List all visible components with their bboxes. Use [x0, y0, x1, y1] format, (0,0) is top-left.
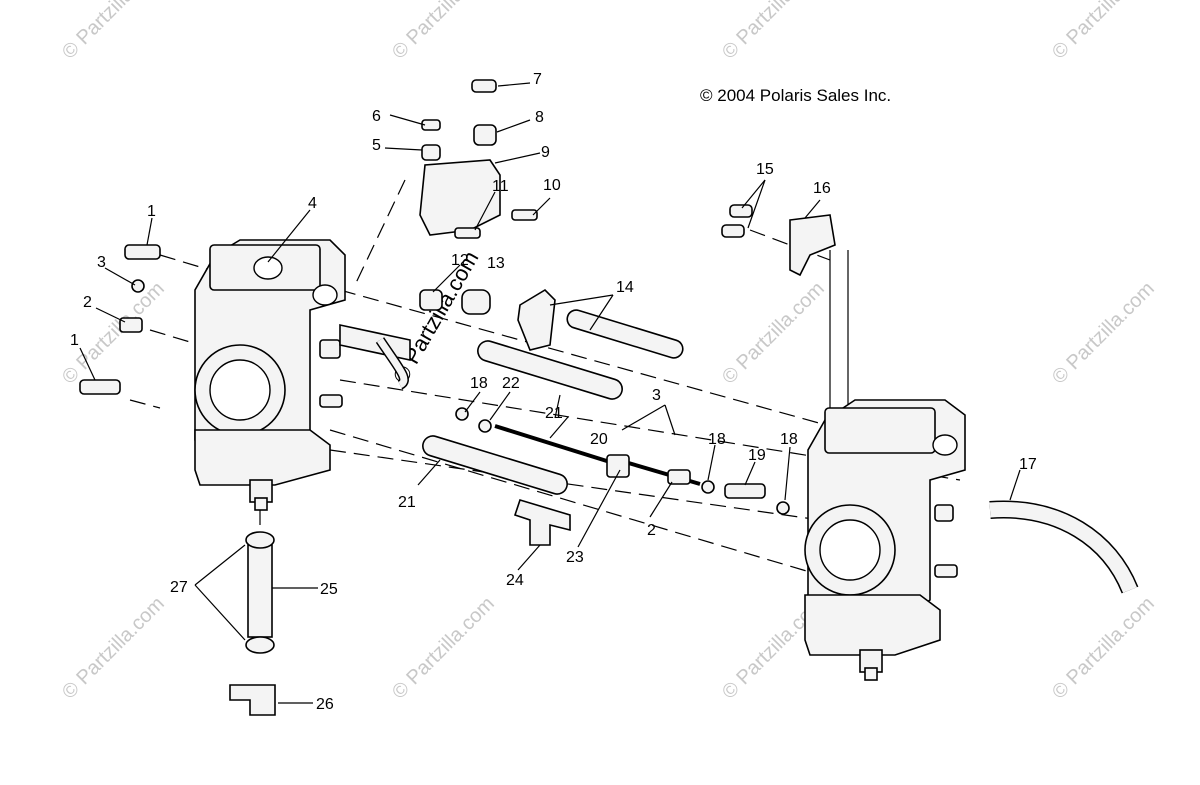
callout-label: 15: [756, 161, 774, 178]
watermark: © Partzilla.com: [58, 593, 169, 704]
callout-label: 4: [308, 195, 317, 212]
callout-label: 12: [451, 252, 469, 269]
callout-label: 21: [545, 405, 563, 422]
copyright-text: © 2004 Polaris Sales Inc.: [700, 86, 891, 105]
callout-label: 3: [652, 387, 661, 404]
callout-label: 26: [316, 696, 334, 713]
callout-label: 2: [647, 522, 656, 539]
callout-label: 13: [487, 255, 505, 272]
left-carburetor: [194, 239, 346, 511]
callout-label: 21: [398, 494, 416, 511]
callout-label: 18: [470, 375, 488, 392]
callout-label: 14: [616, 279, 634, 296]
watermark: © Partzilla.com: [718, 0, 829, 64]
callout-label: 3: [97, 254, 106, 271]
callout-label: 25: [320, 581, 338, 598]
callout-label: 16: [813, 180, 831, 197]
watermark: © Partzilla.com: [1048, 0, 1159, 64]
callout-label: 24: [506, 572, 524, 589]
callout-label: 27: [170, 579, 188, 596]
watermark: © Partzilla.com: [388, 0, 499, 64]
callout-label: 20: [590, 431, 608, 448]
callout-label: 19: [748, 447, 766, 464]
watermark: © Partzilla.com: [718, 278, 829, 389]
watermark: © Partzilla.com: [1048, 278, 1159, 389]
callout-label: 11: [492, 178, 509, 195]
right-carburetor: [804, 250, 966, 681]
watermark: © Partzilla.com: [388, 593, 499, 704]
callout-label: 23: [566, 549, 584, 566]
alignment-lines: [129, 179, 961, 576]
callout-label: 2: [83, 294, 92, 311]
callouts: 1 1 2 2 3 3 4 5 6 7 8 9 10 11 12 13 14 1…: [70, 71, 1037, 713]
callout-label: 9: [541, 144, 550, 161]
callout-label: 1: [70, 332, 79, 349]
callout-label: 5: [372, 137, 381, 154]
callout-label: 18: [780, 431, 798, 448]
watermark: © Partzilla.com: [1048, 593, 1159, 704]
callout-label: 1: [147, 203, 156, 220]
callout-label: 18: [708, 431, 726, 448]
callout-label: 17: [1019, 456, 1037, 473]
callout-label: 8: [535, 109, 544, 126]
parts: [79, 79, 1139, 716]
callout-label: 22: [502, 375, 520, 392]
leader-lines: [79, 82, 1021, 704]
callout-label: 10: [543, 177, 561, 194]
callout-label: 6: [372, 108, 381, 125]
callout-label: 7: [533, 71, 542, 88]
watermark: © Partzilla.com: [58, 0, 169, 64]
